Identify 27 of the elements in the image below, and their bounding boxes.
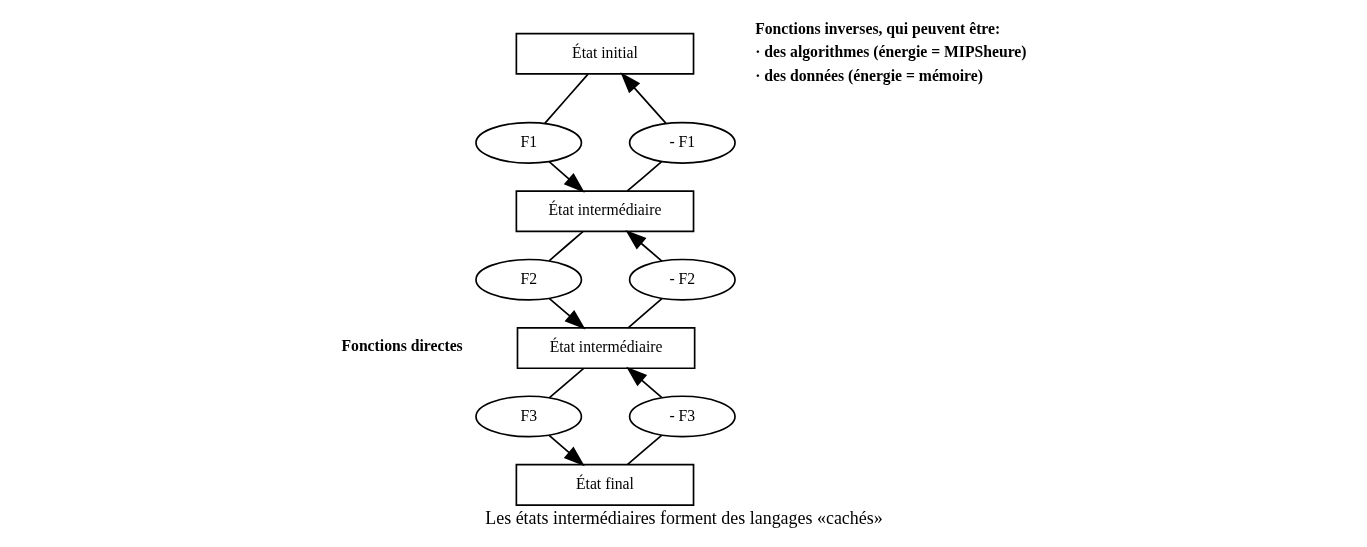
- connector: [626, 434, 662, 466]
- node-box: État intermédiaire: [516, 327, 695, 370]
- caption: Les états intermédiaires forment des langages «cachés»: [484, 507, 883, 528]
- node-ellipse: F2: [474, 258, 582, 301]
- arrow: [619, 72, 667, 125]
- node-box: État intermédiaire: [515, 190, 694, 233]
- label: Fonctions directes: [340, 337, 463, 355]
- node-box: État initial: [515, 32, 694, 75]
- arrow: [548, 297, 586, 330]
- arrow: [625, 366, 662, 399]
- node-box: État final: [515, 463, 694, 506]
- connector: [547, 367, 585, 399]
- label: · des algorithmes (énergie = MIPSheure): [754, 43, 1027, 61]
- node-ellipse: F1: [474, 121, 582, 164]
- arrow: [547, 160, 585, 193]
- node-ellipse: - F1: [628, 121, 736, 164]
- connector: [626, 297, 663, 329]
- connector: [543, 73, 589, 125]
- connector: [626, 160, 662, 192]
- label: · des données (énergie = mémoire): [754, 66, 983, 84]
- node-ellipse: - F2: [628, 258, 736, 301]
- node-ellipse: - F3: [628, 395, 736, 438]
- label: Fonctions inverses, qui peuvent être:: [754, 19, 1000, 37]
- arrow: [547, 434, 585, 467]
- connector: [548, 230, 584, 262]
- arrow: [624, 229, 663, 262]
- node-ellipse: F3: [474, 395, 582, 438]
